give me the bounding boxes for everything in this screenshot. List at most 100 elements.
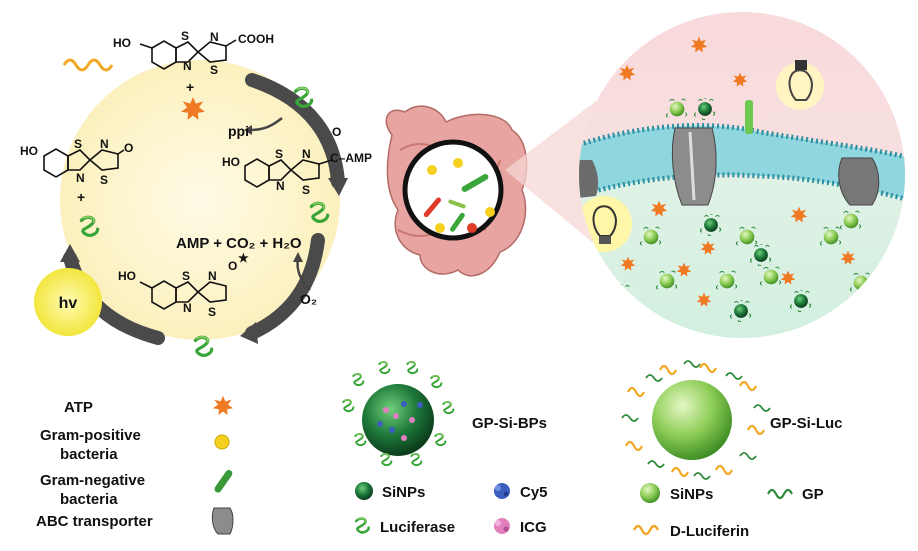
luciferase-icon <box>380 452 393 467</box>
bulb-glow <box>776 62 824 110</box>
nitrogen-label: N <box>183 59 192 73</box>
luciferase-icon <box>410 452 423 467</box>
cy5-icon <box>494 483 510 499</box>
molecule-luciferyl-amp: HO S N N S O C–AMP <box>222 125 372 197</box>
sulfur-label: S <box>208 305 216 319</box>
legend-gram-negative-label: Gram-negative <box>40 472 145 489</box>
sulfur-label: S <box>210 63 218 77</box>
luciferase-icon <box>378 360 391 375</box>
molecule-left: HO S N N S O + <box>20 137 133 205</box>
sinp-light-icon <box>640 483 660 503</box>
luciferase-icon <box>354 432 367 447</box>
lightbulb-icon <box>788 69 813 101</box>
nitrogen-label: N <box>276 179 285 193</box>
sulfur-label: S <box>74 137 82 151</box>
abc-transporter-shape <box>838 157 880 206</box>
d-luciferin-wave-icon <box>62 58 114 72</box>
sinp-dark-icon <box>355 482 373 500</box>
sulfur-label: S <box>100 173 108 187</box>
plus-sign: + <box>186 79 194 95</box>
ho-label: HO <box>118 269 136 283</box>
legend-gram-positive-label: Gram-positive <box>40 427 141 444</box>
nitrogen-label: N <box>100 137 109 151</box>
ppi-arrow <box>249 117 283 132</box>
legend-sinps-label: SiNPs <box>382 484 425 501</box>
cycle-arrow-right-bottom <box>245 233 325 340</box>
sulfur-label: S <box>275 147 283 161</box>
oxygen-label: O <box>332 125 341 139</box>
amp-co2-h2o-label: AMP + CO₂ + H₂O <box>176 235 302 252</box>
gp-si-bps-particle <box>362 384 434 456</box>
abc-transporter-shape <box>579 160 599 198</box>
luciferase-icon <box>442 400 455 415</box>
ppi-label: ppi <box>228 123 249 139</box>
lens-bacteria <box>423 158 495 233</box>
excited-star-label: ★ <box>238 251 249 265</box>
legend-abc-transporter-label: ABC transporter <box>36 513 153 530</box>
legend-left: ATP Gram-positive bacteria Gram-negative… <box>36 395 234 535</box>
oxygen-label: O <box>228 259 237 273</box>
hv-label: hv <box>59 295 78 312</box>
hv-glow <box>34 268 102 336</box>
abc-transporter-shape <box>671 127 717 206</box>
gp-si-luc-particle <box>652 380 732 460</box>
luciferase-icon <box>430 374 443 389</box>
o2-arrowhead <box>293 252 303 262</box>
sulfur-label: S <box>182 269 190 283</box>
legend-luciferase-label: Luciferase <box>380 519 455 536</box>
rod-bacteria-mark <box>745 100 753 134</box>
legend-gp-si-bps-label: GP-Si-BPs <box>472 415 547 432</box>
legend-gp-si-luc: GP-Si-Luc SiNPs GP D-Luciferin <box>621 360 843 540</box>
cycle-arrowhead-right-bottom <box>240 322 258 344</box>
luciferase-icon <box>352 372 365 387</box>
nitrogen-label: N <box>302 147 311 161</box>
molecule-dioxetanone: HO S N N S O ★ <box>118 251 249 319</box>
nitrogen-label: N <box>183 301 192 315</box>
cooh-label: COOH <box>238 32 274 46</box>
membrane-zoom <box>579 12 905 338</box>
legend-gram-positive-label-2: bacteria <box>60 446 118 463</box>
o2-label: O₂ <box>300 291 317 307</box>
gram-negative-bacteria-icon <box>214 470 233 493</box>
ho-label: HO <box>113 36 131 50</box>
gp-wave-icon <box>767 488 793 500</box>
luciferase-icon <box>434 432 447 447</box>
legend-icg-label: ICG <box>520 519 547 536</box>
cycle-arrow-right-top <box>245 73 345 189</box>
legend-atp-label: ATP <box>64 399 93 416</box>
atp-star-icon <box>212 395 234 416</box>
legend-gp-si-bps: GP-Si-BPs SiNPs Cy5 Luciferase ICG <box>342 360 548 536</box>
gram-positive-bacteria-icon <box>214 434 230 450</box>
abc-transporter-icon <box>211 507 234 535</box>
molecule-luciferin: HO S N N S COOH + <box>113 29 274 95</box>
legend-d-luciferin-label: D-Luciferin <box>670 523 749 540</box>
legend-cy5-label: Cy5 <box>520 484 548 501</box>
legend-gp-label: GP <box>802 486 824 503</box>
gp-si-bps-dyes <box>377 401 423 441</box>
luciferase-icon <box>406 360 419 375</box>
cycle-arrowhead-right-top <box>328 178 348 196</box>
icg-icon <box>494 518 510 534</box>
cycle-background <box>60 60 340 340</box>
legend-gram-negative-label-2: bacteria <box>60 491 118 508</box>
c-amp-label: C–AMP <box>330 151 372 165</box>
oxygen-label: O <box>124 141 133 155</box>
magnifier-lens <box>402 139 504 241</box>
d-luciferin-wave-icon <box>632 524 660 536</box>
luciferase-icon <box>342 398 355 413</box>
cycle-arrowhead-left-bottom <box>60 244 80 262</box>
nitrogen-label: N <box>210 30 219 44</box>
nitrogen-label: N <box>208 269 217 283</box>
ho-label: HO <box>20 144 38 158</box>
luciferase-icon <box>354 517 370 534</box>
ho-label: HO <box>222 155 240 169</box>
sulfur-label: S <box>302 183 310 197</box>
nitrogen-label: N <box>76 171 85 185</box>
legend-gp-si-luc-label: GP-Si-Luc <box>770 415 843 432</box>
gp-si-luc-ligands <box>621 360 771 480</box>
legend-sinps-label-2: SiNPs <box>670 486 713 503</box>
lightbulb-icon <box>592 205 617 237</box>
ppi-arrowhead <box>244 125 252 135</box>
